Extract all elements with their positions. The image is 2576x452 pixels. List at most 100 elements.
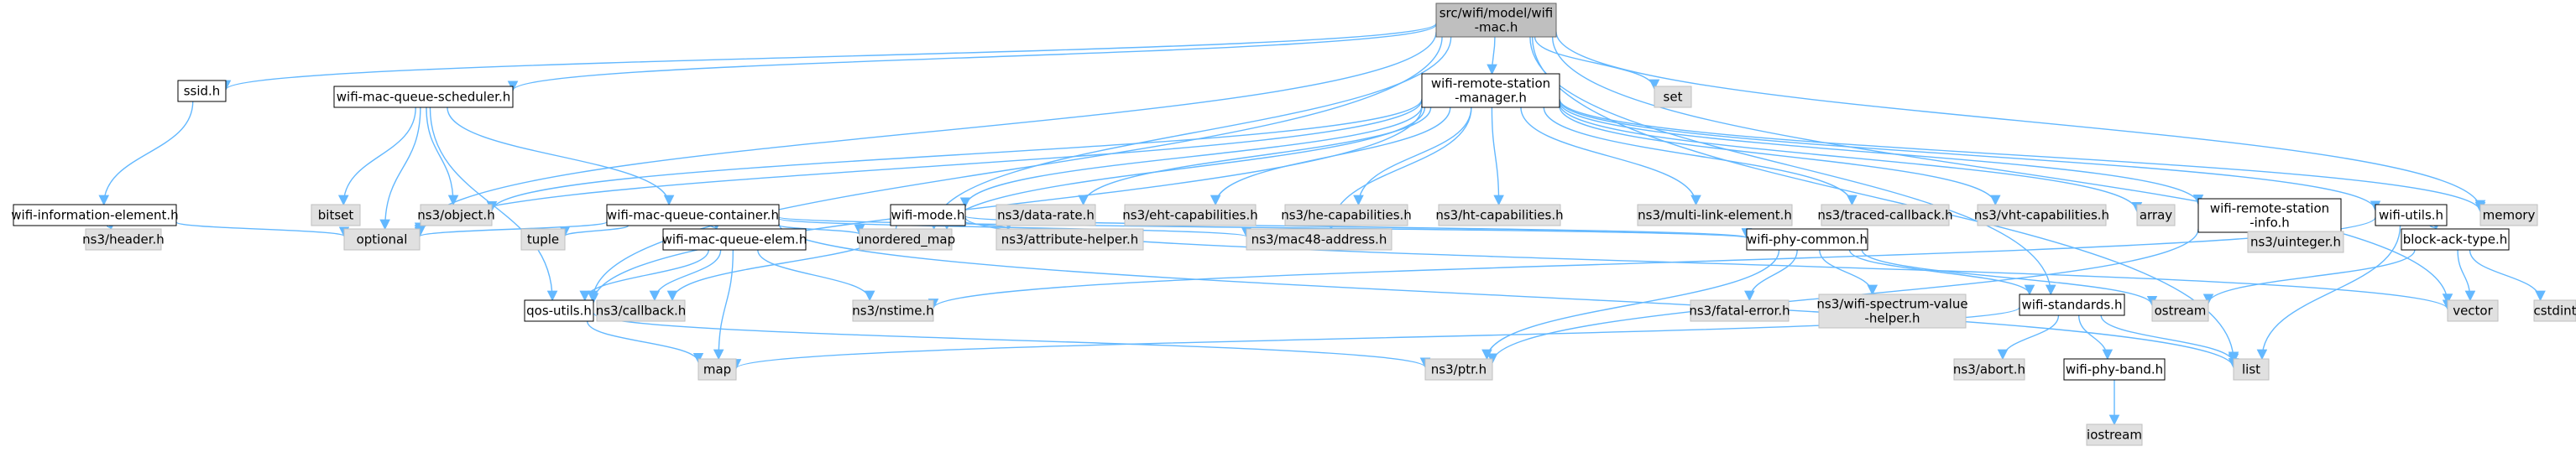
edge-wrsm-to-ht	[1491, 107, 1504, 206]
node-qos[interactable]: qos-utils.h	[524, 299, 594, 322]
node-wstd[interactable]: wifi-standards.h	[2019, 294, 2125, 316]
edge-wie-to-header	[106, 219, 117, 231]
node-wsvh-box	[1818, 294, 1967, 329]
node-map-label: map	[703, 361, 731, 377]
edge-qos-to-map	[586, 320, 704, 364]
node-wmqc-label: wifi-mac-queue-container.h	[607, 207, 779, 222]
node-tuple-label: tuple	[527, 231, 559, 247]
node-umap-label: unordered_map	[856, 231, 955, 247]
node-optional[interactable]: optional	[343, 228, 421, 251]
node-object[interactable]: ns3/object.h	[417, 204, 495, 226]
node-wrsi[interactable]: wifi-remote-station-info.h	[2197, 198, 2342, 233]
node-mac48-label: ns3/mac48-address.h	[1251, 231, 1387, 247]
node-list-box	[2233, 358, 2270, 381]
node-wrsi-label: wifi-remote-station	[2210, 200, 2329, 216]
node-vector-label: vector	[2453, 303, 2493, 318]
edge-bat-to-vector	[2457, 249, 2476, 302]
edge-wmqc-to-list	[778, 223, 2239, 369]
node-ostream[interactable]: ostream	[2151, 299, 2209, 322]
node-cb[interactable]: ns3/callback.h	[596, 299, 687, 322]
node-uint[interactable]: ns3/uinteger.h	[2247, 231, 2344, 253]
edge-wpc-to-ptr	[1481, 249, 1780, 361]
node-wmqc[interactable]: wifi-mac-queue-container.h	[606, 204, 780, 226]
node-eht[interactable]: ns3/eht-capabilities.h	[1122, 204, 1258, 226]
node-wie[interactable]: wifi-information-element.h	[11, 204, 179, 226]
node-set[interactable]: set	[1654, 86, 1692, 108]
node-header[interactable]: ns3/header.h	[82, 228, 165, 251]
node-wutils-label: wifi-utils.h	[2379, 207, 2443, 222]
node-wutils[interactable]: wifi-utils.h	[2375, 204, 2448, 226]
node-memory-label: memory	[2483, 207, 2536, 222]
edge-ssid-to-wie	[98, 101, 194, 206]
edge-wpc-to-ostream	[1861, 249, 2158, 307]
node-array[interactable]: array	[2136, 204, 2176, 226]
node-vector[interactable]: vector	[2447, 299, 2499, 322]
edge-wstd-to-list	[2100, 314, 2239, 365]
node-ht[interactable]: ns3/ht-capabilities.h	[1435, 204, 1564, 226]
node-fatal[interactable]: ns3/fatal-error.h	[1689, 299, 1790, 322]
node-wmqs[interactable]: wifi-mac-queue-scheduler.h	[333, 86, 514, 108]
node-nstime[interactable]: ns3/nstime.h	[852, 299, 934, 322]
node-datarate[interactable]: ns3/data-rate.h	[995, 204, 1096, 226]
node-memory[interactable]: memory	[2479, 204, 2538, 226]
edge-wrsm-to-memory	[1559, 98, 2486, 213]
node-wmqe[interactable]: wifi-mac-queue-elem.h	[662, 228, 807, 251]
node-optional-label: optional	[357, 231, 408, 247]
node-he-label: ns3/he-capabilities.h	[1281, 207, 1412, 222]
edge-wmqs-to-optional	[379, 107, 421, 231]
node-mle-box	[1637, 204, 1793, 226]
node-ostream-box	[2151, 299, 2209, 322]
node-nstime-label: ns3/nstime.h	[852, 303, 933, 318]
node-attr[interactable]: ns3/attribute-helper.h	[995, 228, 1144, 251]
node-iostream[interactable]: iostream	[2086, 423, 2143, 446]
edge-wutils-to-list	[2256, 225, 2401, 361]
node-tcb-box	[1821, 204, 1950, 226]
node-datarate-label: ns3/data-rate.h	[997, 207, 1095, 222]
node-bat-label: block-ack-type.h	[2403, 231, 2508, 247]
node-ostream-label: ostream	[2155, 303, 2207, 318]
node-root[interactable]: src/wifi/model/wifi-mac.h	[1435, 3, 1557, 38]
node-tuple[interactable]: tuple	[520, 228, 566, 251]
node-wpc[interactable]: wifi-phy-common.h	[1746, 228, 1868, 251]
node-eht-box	[1124, 204, 1257, 226]
node-list[interactable]: list	[2233, 358, 2270, 381]
node-attr-box	[995, 228, 1144, 251]
node-mac48[interactable]: ns3/mac48-address.h	[1246, 228, 1393, 251]
node-optional-box	[343, 228, 421, 251]
node-wpb[interactable]: wifi-phy-band.h	[2063, 358, 2166, 381]
node-map[interactable]: map	[698, 358, 737, 381]
node-wsvh[interactable]: ns3/wifi-spectrum-value-helper.h	[1816, 294, 1968, 329]
edge-root-to-set	[1534, 36, 1660, 91]
node-fatal-box	[1690, 299, 1790, 322]
node-ssid-label: ssid.h	[184, 83, 221, 98]
node-vector-box	[2447, 299, 2499, 322]
node-umap[interactable]: unordered_map	[856, 228, 955, 251]
edge-root-to-wrsm	[1487, 36, 1497, 75]
node-cstdint[interactable]: cstdint	[2533, 299, 2576, 322]
node-mle-label: ns3/multi-link-element.h	[1638, 207, 1792, 222]
node-abort[interactable]: ns3/abort.h	[1953, 358, 2025, 381]
node-wstd-box	[2019, 294, 2125, 316]
edge-wrsm-to-tcb	[1543, 107, 1858, 206]
node-iostream-label: iostream	[2087, 427, 2142, 442]
node-wmqc-box	[606, 204, 780, 226]
node-bat[interactable]: block-ack-type.h	[2401, 228, 2510, 251]
node-wmode[interactable]: wifi-mode.h	[890, 204, 966, 226]
node-wrsm[interactable]: wifi-remote-station-manager.h	[1421, 73, 1560, 108]
node-qos-label: qos-utils.h	[526, 303, 592, 318]
node-ptr[interactable]: ns3/ptr.h	[1424, 358, 1493, 381]
node-cstdint-label: cstdint	[2533, 303, 2576, 318]
edge-wrsm-to-eht	[1210, 107, 1451, 206]
node-bitset[interactable]: bitset	[311, 204, 361, 226]
node-cb-label: ns3/callback.h	[596, 303, 687, 318]
node-wutils-box	[2375, 204, 2448, 226]
node-mle[interactable]: ns3/multi-link-element.h	[1637, 204, 1793, 226]
node-ssid[interactable]: ssid.h	[177, 80, 227, 102]
node-abort-label: ns3/abort.h	[1953, 361, 2025, 377]
node-vht[interactable]: ns3/vht-capabilities.h	[1974, 204, 2109, 226]
node-tcb[interactable]: ns3/traced-callback.h	[1817, 204, 1953, 226]
node-he[interactable]: ns3/he-capabilities.h	[1281, 204, 1412, 226]
edge-wrsm-to-wrsi	[1559, 101, 2204, 205]
node-array-box	[2136, 204, 2176, 226]
